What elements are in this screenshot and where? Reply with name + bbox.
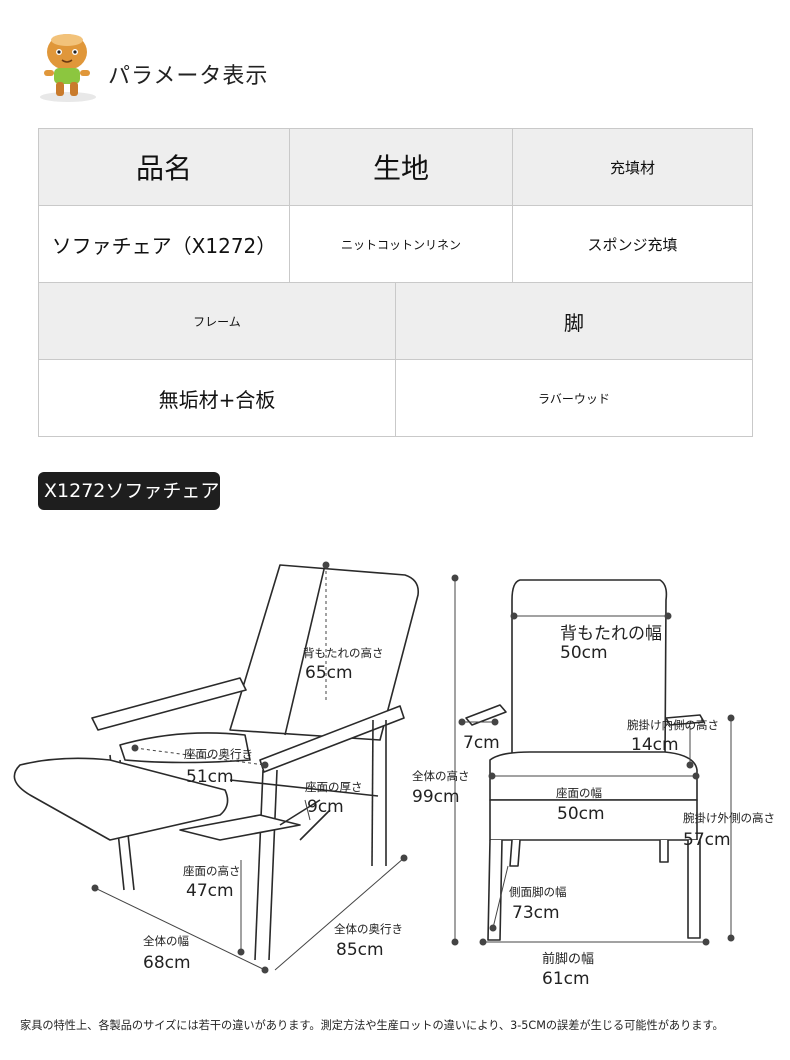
seat-depth-value: 51cm: [186, 767, 234, 787]
footer-note: 家具の特性上、各製品のサイズには若干の違いがあります。測定方法や生産ロットの違い…: [20, 1019, 724, 1032]
spec-table-material: 品名 生地 充填材 ソファチェア（X1272） ニットコットンリネン スポンジ充…: [38, 128, 753, 283]
mascot-shadow: [40, 92, 96, 102]
seat-thickness-value: 9cm: [307, 797, 344, 817]
cell-legs: ラバーウッド: [395, 359, 753, 437]
header-legs: 脚: [395, 282, 753, 360]
seat-depth-label: 座面の奥行き: [184, 747, 253, 761]
mascot-icon: [44, 34, 90, 96]
table-header-row: 品名 生地 充填材: [38, 128, 753, 206]
model-tag: X1272ソファチェア: [38, 472, 220, 510]
back-width-label: 背もたれの幅: [560, 624, 662, 644]
cell-filling: スポンジ充填: [512, 205, 753, 283]
section-title: パラメータ表示: [108, 64, 269, 89]
arm-inner-height-label: 腕掛け内側の高さ: [627, 718, 719, 732]
side-leg-width-value: 73cm: [512, 903, 560, 923]
header-frame: フレーム: [38, 282, 396, 360]
table-row: 無垢材+合板 ラバーウッド: [38, 359, 753, 437]
header-fabric: 生地: [289, 128, 513, 206]
overall-width-value: 68cm: [143, 953, 191, 973]
back-height-label: 背もたれの高さ: [303, 646, 384, 660]
arm-outer-height-value: 57cm: [683, 830, 731, 850]
seat-width-label: 座面の幅: [556, 786, 602, 800]
table-header-row: フレーム 脚: [38, 282, 753, 360]
header-product-name: 品名: [38, 128, 290, 206]
header-filling: 充填材: [512, 128, 753, 206]
cell-product-name: ソファチェア（X1272）: [38, 205, 290, 283]
seat-height-value: 47cm: [186, 881, 234, 901]
seat-width-value: 50cm: [557, 804, 605, 824]
arm-offset-value: 7cm: [463, 733, 500, 753]
seat-height-label: 座面の高さ: [183, 864, 241, 878]
back-width-value: 50cm: [560, 643, 608, 663]
spec-table-frame: フレーム 脚 無垢材+合板 ラバーウッド: [38, 282, 753, 437]
side-view-chair: [13, 564, 420, 961]
front-view-chair: [465, 579, 705, 941]
table-row: ソファチェア（X1272） ニットコットンリネン スポンジ充填: [38, 205, 753, 283]
side-leg-width-label: 側面脚の幅: [509, 885, 567, 899]
overall-width-label: 全体の幅: [143, 934, 189, 948]
back-height-value: 65cm: [305, 663, 353, 683]
arm-outer-height-label: 腕掛け外側の高さ: [683, 811, 775, 825]
cell-fabric: ニットコットンリネン: [289, 205, 513, 283]
overall-depth-value: 85cm: [336, 940, 384, 960]
front-leg-width-label: 前脚の幅: [542, 951, 594, 967]
overall-height-value: 99cm: [412, 787, 460, 807]
overall-depth-label: 全体の奥行き: [334, 922, 403, 936]
front-leg-width-value: 61cm: [542, 969, 590, 989]
cell-frame: 無垢材+合板: [38, 359, 396, 437]
arm-inner-height-value: 14cm: [631, 735, 679, 755]
chair-dimension-diagram: 背もたれの高さ 65cm 座面の奥行き 51cm 座面の厚さ 9cm 座面の高さ…: [13, 561, 775, 989]
seat-thickness-label: 座面の厚さ: [305, 780, 363, 794]
overall-height-label: 全体の高さ: [412, 769, 470, 783]
